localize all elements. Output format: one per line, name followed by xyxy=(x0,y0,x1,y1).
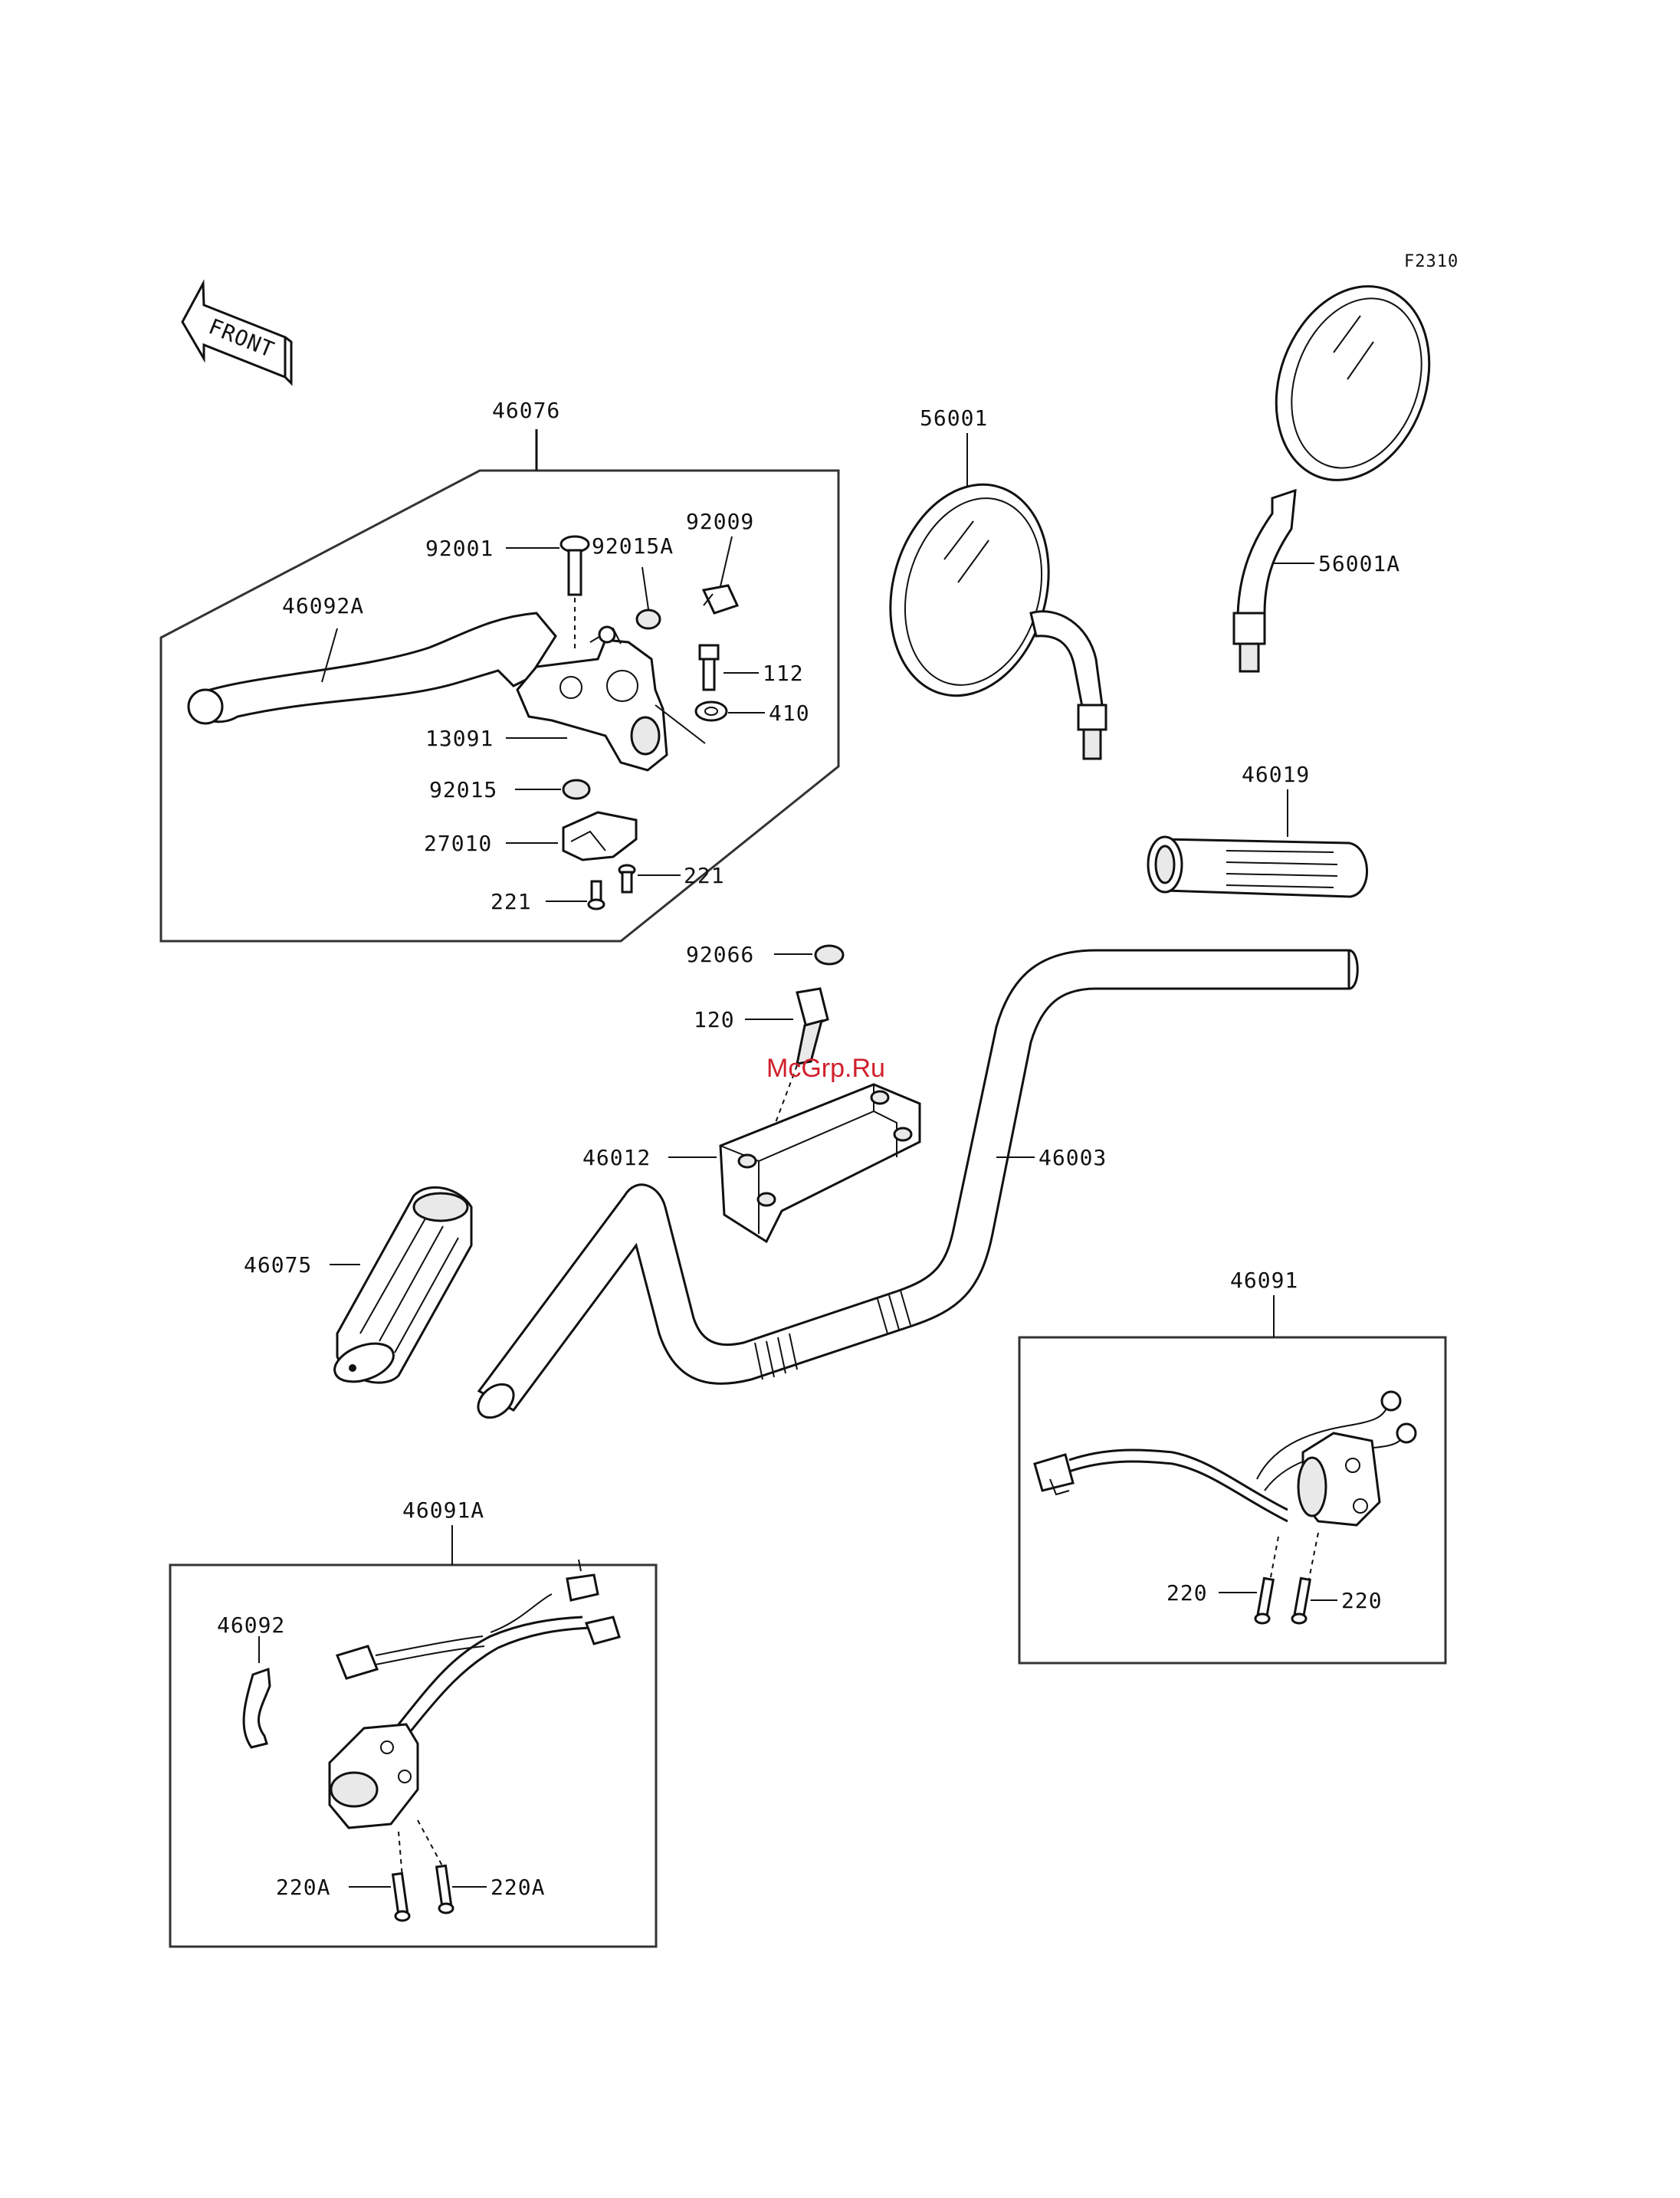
callout-112: 112 xyxy=(763,661,804,686)
callout-220-right: 220 xyxy=(1341,1588,1383,1613)
clutch-lever-46092A xyxy=(189,613,556,723)
callout-46091A: 46091A xyxy=(402,1498,484,1523)
callout-46091: 46091 xyxy=(1230,1268,1298,1293)
front-arrow-icon: FRONT xyxy=(182,284,291,383)
bolt-92001 xyxy=(561,536,589,651)
callout-46092: 46092 xyxy=(217,1612,285,1638)
switch-assembly-46091A: 46091A 46092 xyxy=(170,1498,656,1947)
callout-46092A: 46092A xyxy=(282,593,364,618)
callout-220-left: 220 xyxy=(1166,1580,1208,1606)
callout-56001: 56001 xyxy=(920,405,988,431)
callout-46019: 46019 xyxy=(1242,762,1310,787)
callout-220A-right: 220A xyxy=(491,1875,545,1900)
handlebar-46003 xyxy=(472,950,1358,1425)
callout-46003: 46003 xyxy=(1039,1145,1107,1170)
callout-221-left: 221 xyxy=(491,889,532,914)
grip-46075 xyxy=(330,1187,471,1389)
switch-46091-frame xyxy=(1019,1337,1445,1663)
callout-27010: 27010 xyxy=(424,831,492,856)
callout-220A-left: 220A xyxy=(276,1875,330,1900)
screw-221-right xyxy=(619,865,635,892)
handlebar-holder-46012 xyxy=(720,1084,920,1242)
part-46092 xyxy=(244,1669,270,1747)
callout-92066: 92066 xyxy=(686,942,754,967)
screw-221-left xyxy=(589,881,604,909)
mirror-56001A xyxy=(1234,264,1455,671)
callout-92009: 92009 xyxy=(686,509,754,534)
callout-46076: 46076 xyxy=(492,398,560,423)
washer-92066 xyxy=(815,946,843,964)
screw-92009 xyxy=(704,586,737,613)
callout-46012: 46012 xyxy=(582,1145,651,1170)
washer-410 xyxy=(696,702,727,720)
callout-92015: 92015 xyxy=(429,777,497,802)
callout-13091: 13091 xyxy=(425,726,494,751)
callout-46075: 46075 xyxy=(244,1252,312,1278)
figure-code: F2310 xyxy=(1404,252,1459,271)
callout-410: 410 xyxy=(769,700,810,726)
switch-27010 xyxy=(563,812,636,860)
mirror-56001 xyxy=(868,467,1106,759)
callout-92001: 92001 xyxy=(425,536,494,561)
watermark: McGrp.Ru xyxy=(766,1054,885,1083)
grip-46019 xyxy=(1148,837,1367,897)
lever-assembly-46076: 46076 46092A 92001 92015A 92009 xyxy=(161,398,838,941)
callout-92015A: 92015A xyxy=(592,533,674,559)
nut-92015 xyxy=(563,780,589,799)
callout-120: 120 xyxy=(694,1007,735,1032)
bolt-112 xyxy=(700,645,718,690)
callout-221-right: 221 xyxy=(684,863,725,888)
nut-92015A xyxy=(637,610,660,628)
callout-56001A: 56001A xyxy=(1318,551,1400,576)
